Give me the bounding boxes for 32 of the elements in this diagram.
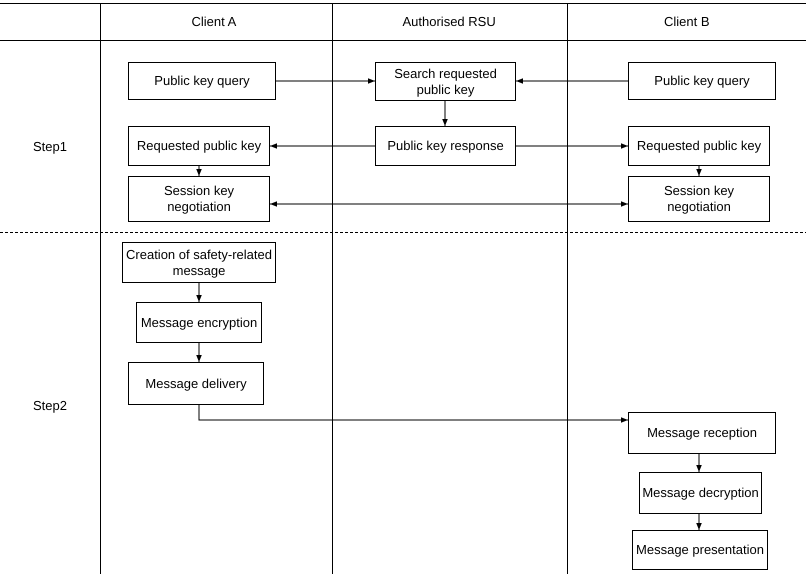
process-box: Message presentation — [632, 530, 768, 570]
process-box: Session key negotiation — [128, 176, 270, 222]
column-header: Client B — [664, 14, 710, 28]
row-label: Step2 — [33, 398, 67, 412]
process-box: Creation of safety-related message — [122, 242, 276, 283]
arrow — [516, 143, 628, 149]
arrow — [516, 78, 628, 84]
process-box: Session key negotiation — [628, 176, 770, 222]
column-header: Client A — [192, 14, 236, 28]
process-box: Search requested public key — [375, 62, 516, 101]
arrow — [198, 404, 628, 423]
process-box: Message decryption — [639, 472, 762, 514]
arrow — [270, 143, 376, 149]
arrow — [696, 454, 702, 472]
arrow — [442, 100, 448, 126]
process-box: Message delivery — [128, 362, 264, 405]
column-header: Authorised RSU — [402, 14, 496, 28]
arrow — [196, 166, 202, 176]
arrow — [270, 201, 628, 207]
process-box: Public key query — [628, 62, 776, 100]
process-box: Requested public key — [128, 126, 270, 166]
process-box: Requested public key — [628, 126, 770, 166]
arrow — [696, 514, 702, 530]
arrow — [696, 166, 702, 176]
process-box: Public key query — [128, 62, 276, 100]
process-box: Message encryption — [136, 302, 262, 343]
arrow — [196, 282, 202, 302]
process-box: Message reception — [628, 412, 776, 454]
arrow — [196, 342, 202, 362]
arrow — [276, 78, 376, 84]
process-box: Public key response — [375, 126, 516, 166]
row-label: Step1 — [33, 138, 67, 154]
